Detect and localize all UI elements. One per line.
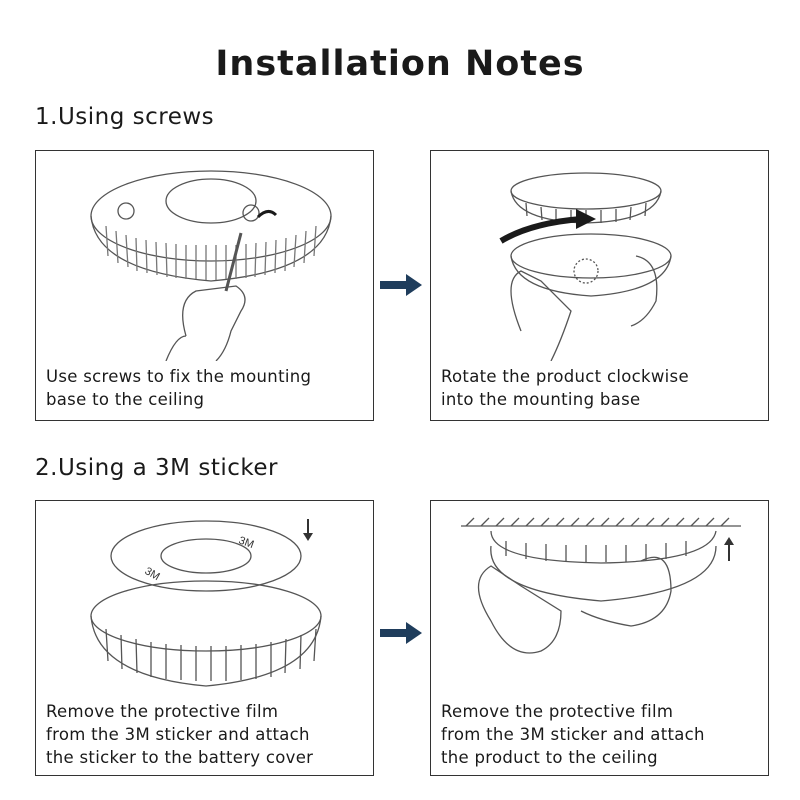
sticker-label: 3M bbox=[237, 535, 255, 552]
page-title: Installation Notes bbox=[215, 44, 585, 84]
step-caption: Use screws to fix the mounting base to t… bbox=[46, 365, 367, 411]
caption-line: Remove the protective film bbox=[46, 702, 279, 721]
caption-line: the product to the ceiling bbox=[441, 748, 658, 767]
step-caption: Rotate the product clockwise into the mo… bbox=[441, 365, 762, 411]
step-attach-sticker: 3M 3M Remove the protective film from th… bbox=[35, 500, 374, 776]
rotate-product-illustration bbox=[499, 172, 672, 361]
section-heading-sticker: 2.Using a 3M sticker bbox=[35, 455, 278, 481]
step-caption: Remove the protective film from the 3M s… bbox=[46, 700, 367, 769]
caption-line: Remove the protective film bbox=[441, 702, 674, 721]
step-rotate-product: Rotate the product clockwise into the mo… bbox=[430, 150, 769, 421]
sticker-label: 3M bbox=[143, 565, 162, 583]
step-screw-fix: Use screws to fix the mounting base to t… bbox=[35, 150, 374, 421]
arrow-right-icon bbox=[380, 622, 422, 644]
arrow-right-icon bbox=[380, 274, 422, 296]
caption-line: Rotate the product clockwise bbox=[441, 367, 689, 386]
caption-line: the sticker to the battery cover bbox=[46, 748, 314, 767]
caption-line: from the 3M sticker and attach bbox=[46, 725, 310, 744]
mounting-base-illustration bbox=[90, 170, 332, 361]
caption-line: Use screws to fix the mounting bbox=[46, 367, 312, 386]
step-caption: Remove the protective film from the 3M s… bbox=[441, 700, 762, 769]
step-attach-ceiling: Remove the protective film from the 3M s… bbox=[430, 500, 769, 776]
sticker-battery-cover-illustration: 3M 3M bbox=[90, 519, 322, 687]
section-heading-screws: 1.Using screws bbox=[35, 104, 215, 130]
caption-line: from the 3M sticker and attach bbox=[441, 725, 705, 744]
caption-line: base to the ceiling bbox=[46, 390, 205, 409]
caption-line: into the mounting base bbox=[441, 390, 641, 409]
attach-ceiling-illustration bbox=[461, 517, 741, 654]
